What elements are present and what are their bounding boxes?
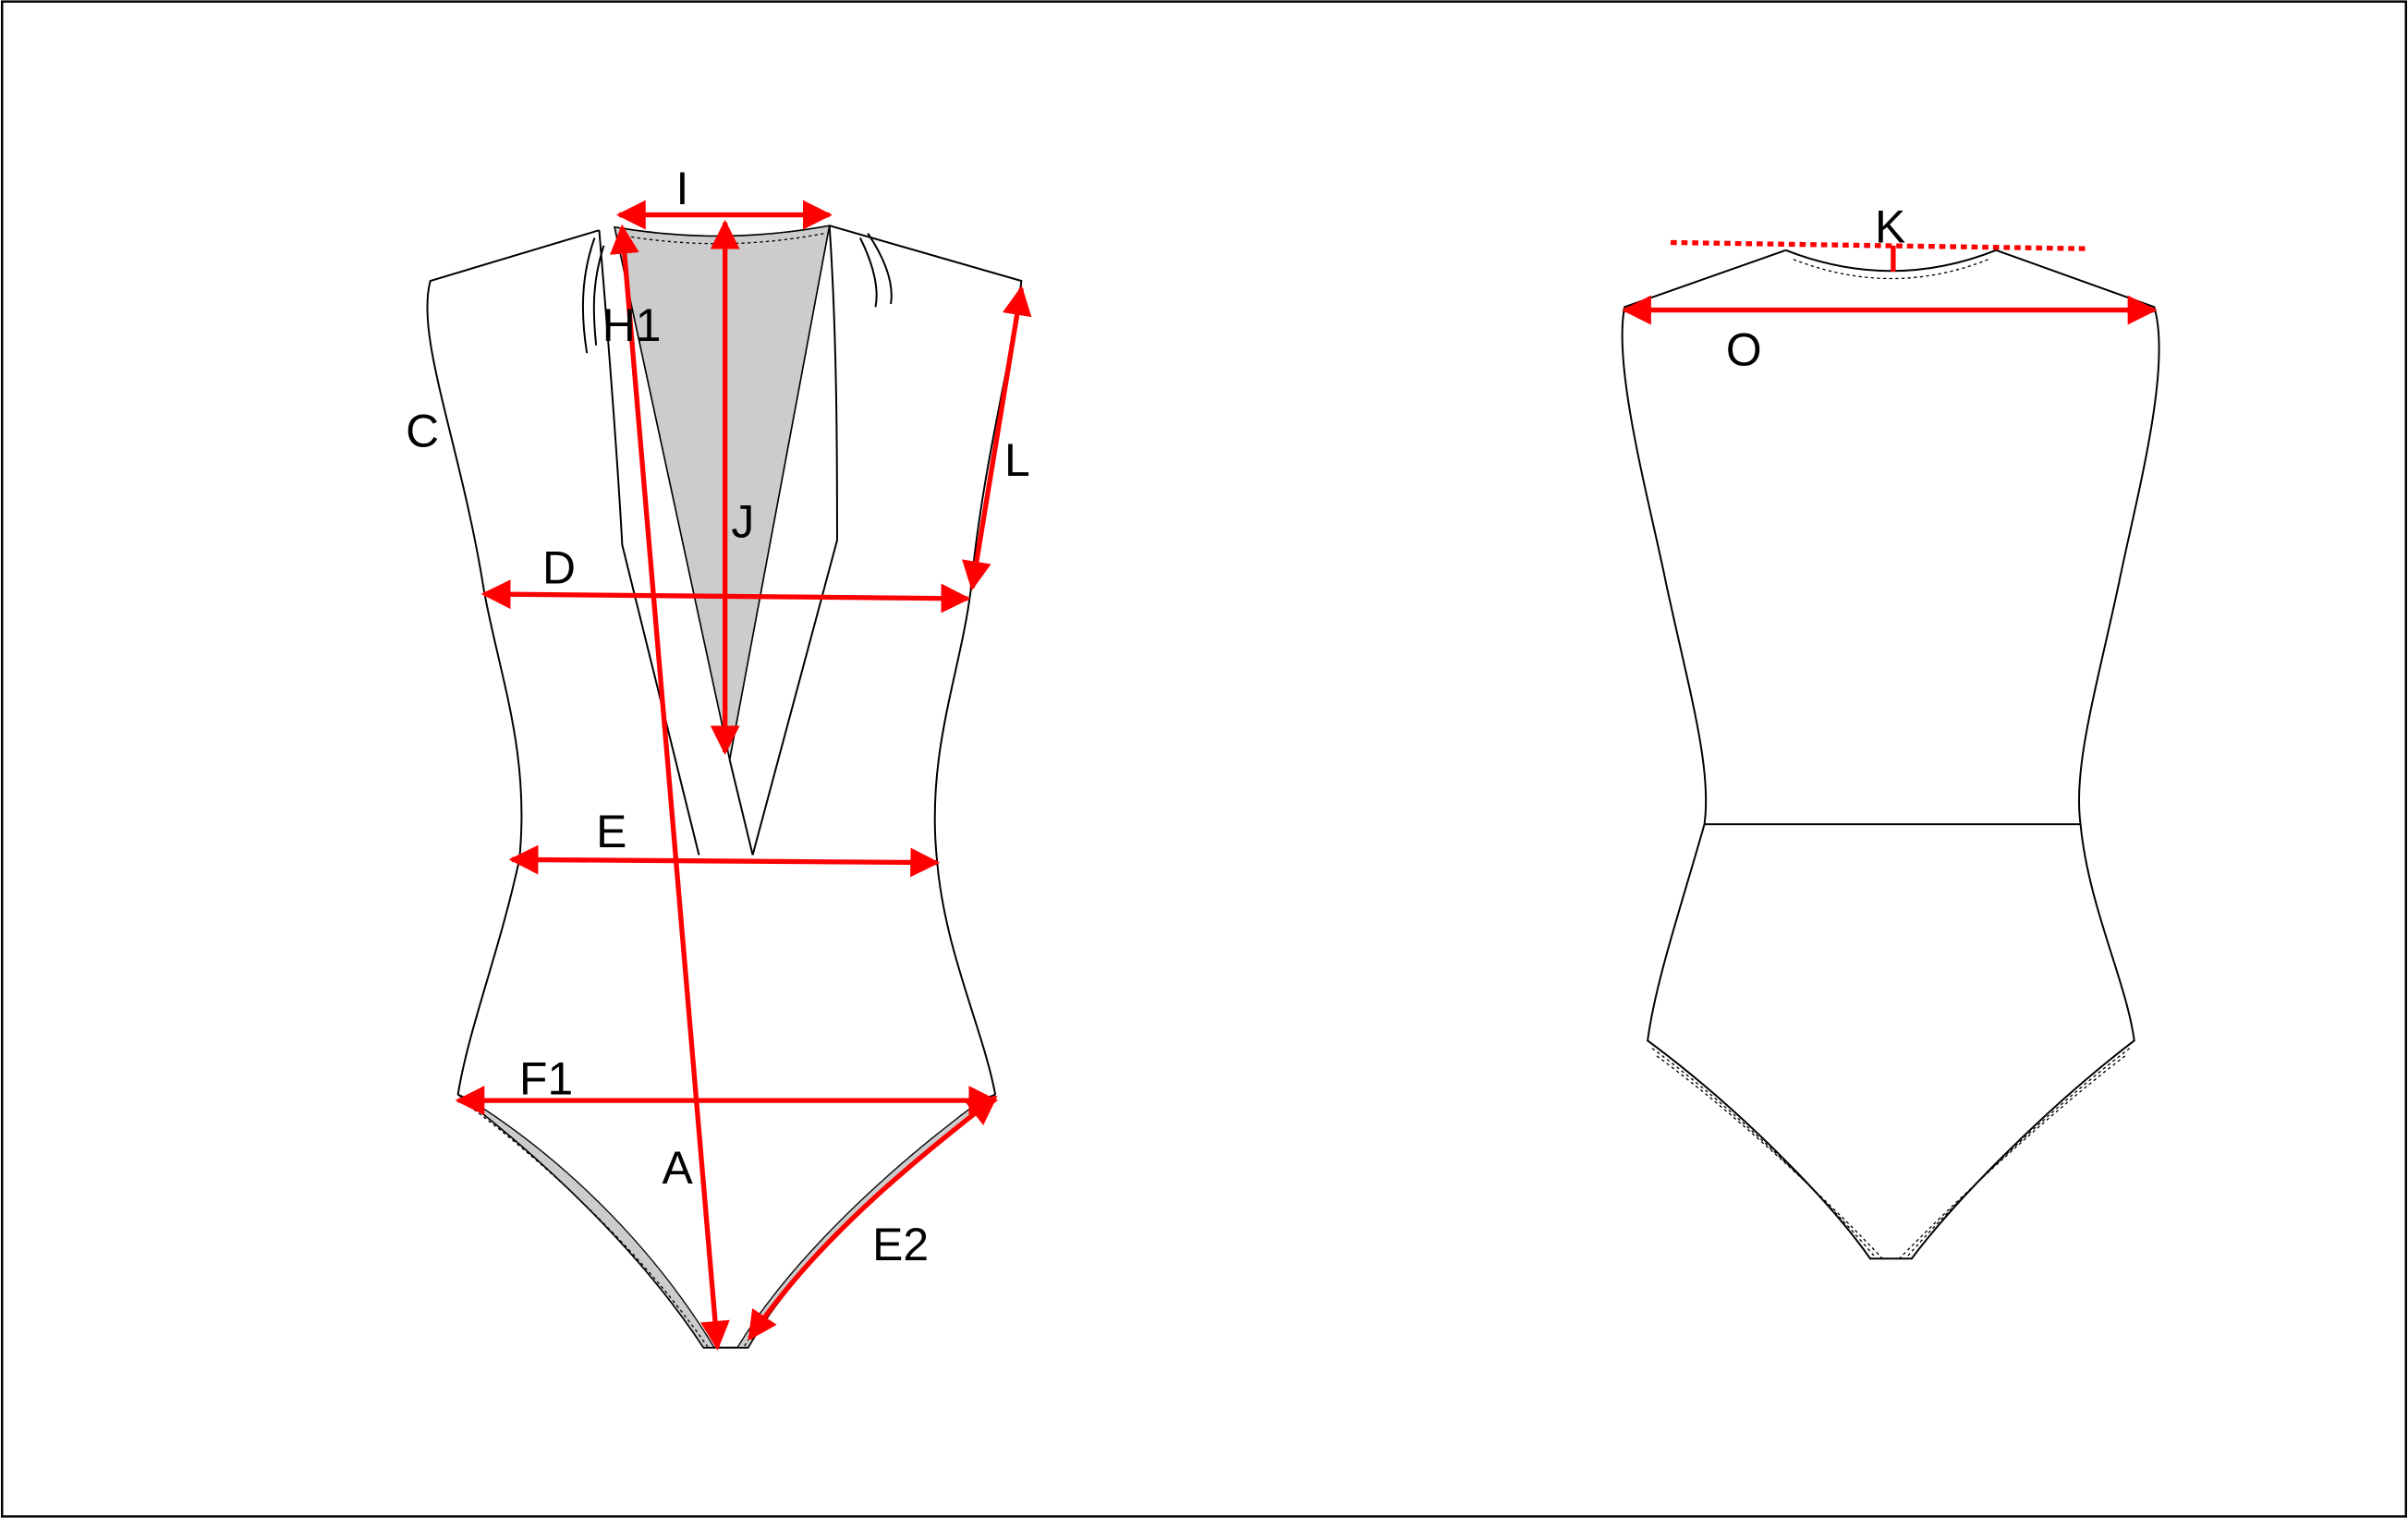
label-O: O	[1726, 323, 1762, 375]
label-A: A	[663, 1142, 694, 1194]
label-E: E	[596, 806, 626, 857]
measure-E2	[748, 1095, 998, 1342]
measure-L	[962, 285, 1032, 591]
front-right-lapel	[751, 225, 838, 856]
label-L: L	[1004, 434, 1030, 486]
front-inner-line	[728, 759, 754, 856]
label-J: J	[731, 495, 754, 547]
measure-K-reference	[1670, 239, 2086, 251]
front-right-gathers	[858, 232, 893, 308]
label-C: C	[406, 405, 439, 456]
measure-E	[508, 844, 941, 878]
front-left-gathers	[581, 237, 605, 354]
front-view: I H1 C J L D E F1 A E2	[406, 163, 1032, 1351]
label-F1: F1	[519, 1052, 573, 1104]
label-D: D	[542, 541, 576, 593]
label-I: I	[676, 163, 689, 214]
measure-A-H1	[609, 224, 730, 1351]
label-E2: E2	[872, 1219, 929, 1270]
back-body-outline	[1621, 249, 2160, 1260]
measure-D	[480, 579, 971, 613]
back-view: K O	[1621, 200, 2160, 1260]
label-K: K	[1875, 200, 1905, 252]
label-H1: H1	[602, 299, 662, 351]
